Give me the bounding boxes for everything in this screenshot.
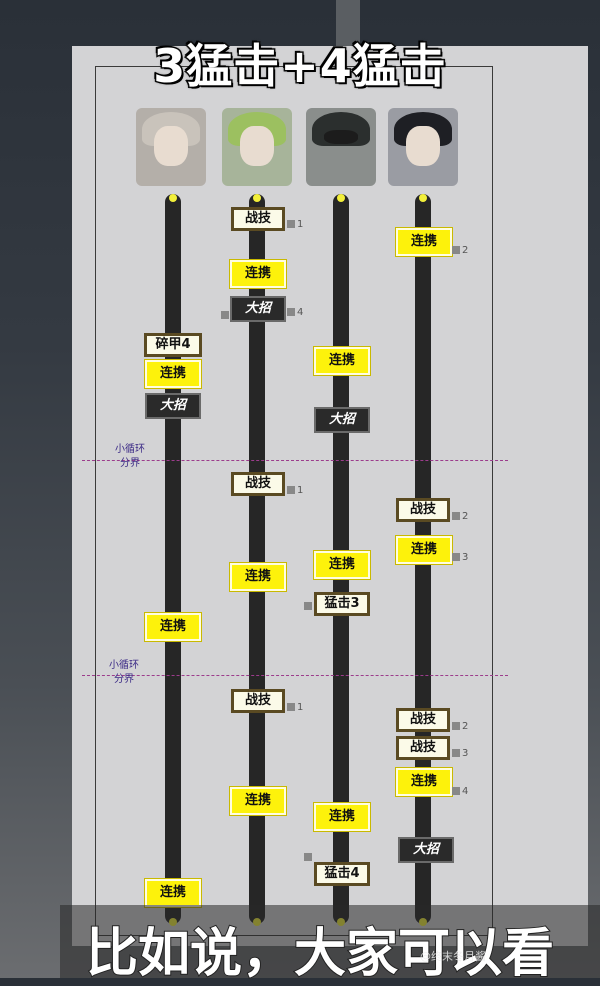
video-subtitle-bar: 比如说，大家可以看 bbox=[60, 905, 600, 985]
skill-order-number: 1 bbox=[287, 219, 303, 230]
skill-tag-combo: 连携 bbox=[230, 787, 286, 815]
cycle-divider-label: 小循环 分界 bbox=[100, 443, 160, 471]
skill-tag-battle-skill: 战技 bbox=[396, 708, 450, 732]
skill-tag-combo: 连携 bbox=[145, 879, 201, 907]
character-portrait-2 bbox=[222, 108, 292, 186]
track-start-dot bbox=[253, 194, 261, 202]
skill-order-number: 4 bbox=[287, 307, 303, 318]
skill-tag-battle-skill: 战技 bbox=[231, 689, 285, 713]
skill-tag-combo: 连携 bbox=[396, 768, 452, 796]
timeline-panel bbox=[72, 46, 588, 946]
cycle-divider-label-text: 小循环 分界 bbox=[109, 660, 139, 685]
skill-tag-battle-skill: 战技 bbox=[231, 472, 285, 496]
skill-tag-armor-break: 碎甲4 bbox=[144, 333, 202, 357]
track-start-dot bbox=[169, 194, 177, 202]
skill-tag-combo: 连携 bbox=[145, 613, 201, 641]
skill-order-number: 3 bbox=[452, 748, 468, 759]
cycle-divider-line bbox=[82, 675, 508, 676]
character-portrait-3 bbox=[306, 108, 376, 186]
skill-tag-ultimate: 大招 bbox=[314, 407, 370, 433]
cycle-divider-line bbox=[82, 460, 508, 461]
skill-tag-combo: 连携 bbox=[145, 360, 201, 388]
skill-order-number: 2 bbox=[452, 245, 468, 256]
skill-order-number: 2 bbox=[452, 721, 468, 732]
skill-tag-combo: 连携 bbox=[314, 551, 370, 579]
cycle-divider-label: 小循环 分界 bbox=[94, 659, 154, 687]
skill-order-number: 1 bbox=[287, 702, 303, 713]
timeline-track-1 bbox=[165, 194, 181, 924]
cycle-divider-label-text: 小循环 分界 bbox=[115, 444, 145, 469]
character-portrait-1 bbox=[136, 108, 206, 186]
skill-tag-combo: 连携 bbox=[396, 536, 452, 564]
skill-tag-combo: 连携 bbox=[230, 260, 286, 288]
video-subtitle-text: 比如说，大家可以看 bbox=[85, 923, 555, 985]
track-start-dot bbox=[337, 194, 345, 202]
timeline-track-2 bbox=[249, 194, 265, 924]
skill-order-number: 2 bbox=[452, 511, 468, 522]
skill-marker-icon bbox=[221, 311, 229, 319]
watermark: @终末冬月酱 bbox=[420, 950, 486, 963]
skill-tag-combo: 连携 bbox=[314, 347, 370, 375]
skill-tag-smash: 猛击4 bbox=[314, 862, 370, 886]
skill-tag-combo: 连携 bbox=[396, 228, 452, 256]
skill-tag-combo: 连携 bbox=[314, 803, 370, 831]
skill-marker-icon bbox=[304, 602, 312, 610]
skill-tag-battle-skill: 战技 bbox=[396, 736, 450, 760]
skill-tag-combo: 连携 bbox=[230, 563, 286, 591]
page-title: 3猛击+4猛击 bbox=[152, 38, 448, 95]
track-start-dot bbox=[419, 194, 427, 202]
character-portrait-4 bbox=[388, 108, 458, 186]
skill-tag-smash: 猛击3 bbox=[314, 592, 370, 616]
skill-tag-battle-skill: 战技 bbox=[396, 498, 450, 522]
skill-tag-ultimate: 大招 bbox=[145, 393, 201, 419]
skill-order-number: 1 bbox=[287, 485, 303, 496]
skill-order-number: 4 bbox=[452, 786, 468, 797]
skill-order-number: 3 bbox=[452, 552, 468, 563]
skill-marker-icon bbox=[304, 853, 312, 861]
skill-tag-battle-skill: 战技 bbox=[231, 207, 285, 231]
skill-tag-ultimate: 大招 bbox=[230, 296, 286, 322]
skill-tag-ultimate: 大招 bbox=[398, 837, 454, 863]
